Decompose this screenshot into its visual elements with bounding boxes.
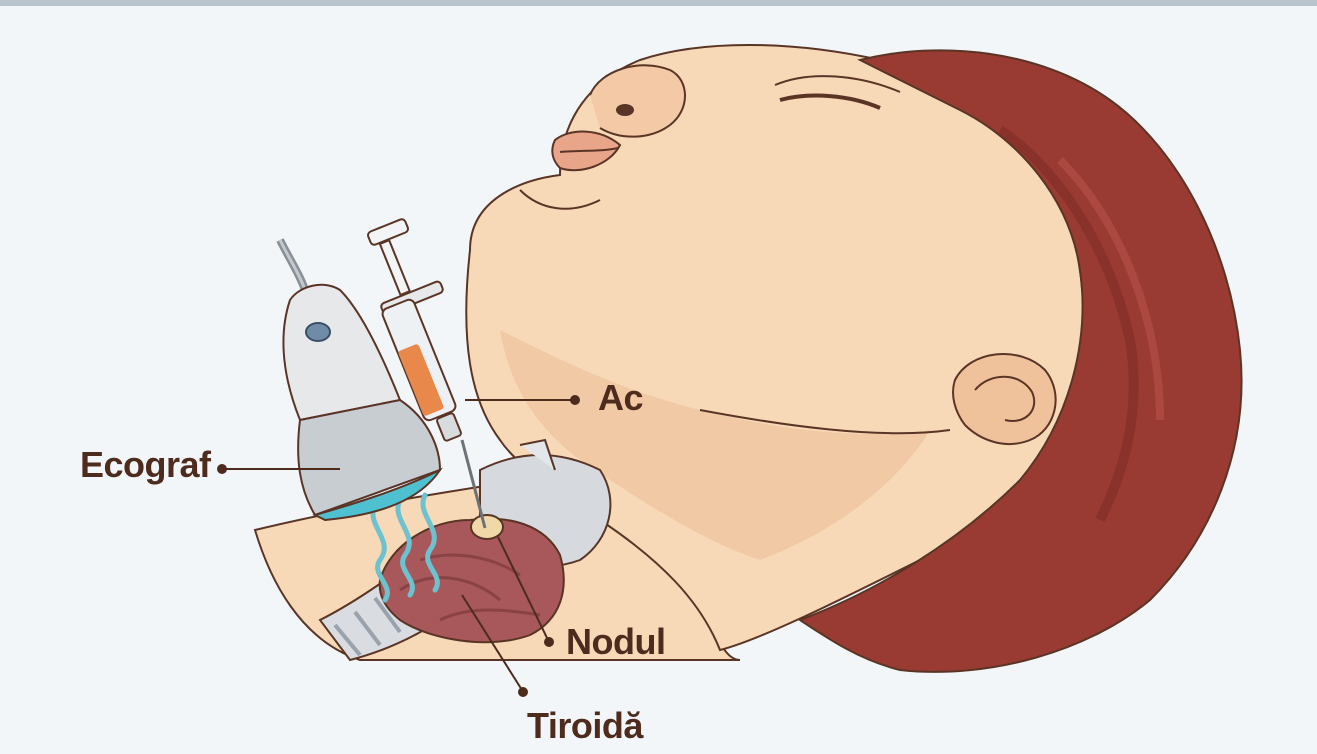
label-tiroida: Tiroidă <box>527 706 643 746</box>
label-ac: Ac <box>598 378 643 418</box>
label-nodul: Nodul <box>566 622 665 662</box>
nodule-marker <box>471 515 503 539</box>
top-border <box>0 0 1317 6</box>
label-ecograf: Ecograf <box>80 445 211 485</box>
